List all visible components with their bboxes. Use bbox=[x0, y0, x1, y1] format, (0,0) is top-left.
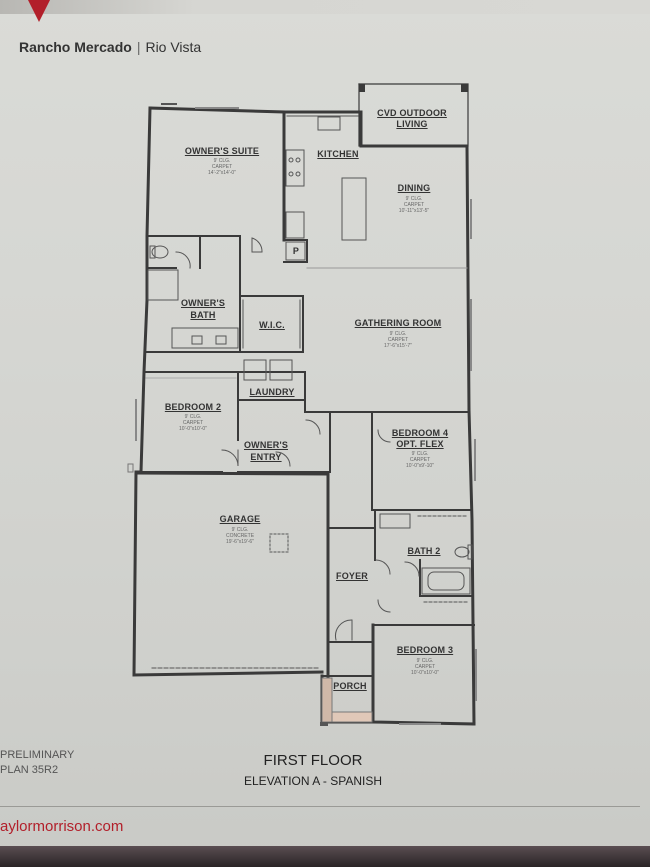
room-label-gathering-room: GATHERING ROOM bbox=[354, 318, 442, 328]
room-label-wic: W.I.C. bbox=[259, 320, 285, 330]
website-link[interactable]: aylormorrison.com bbox=[0, 818, 124, 835]
owners-suite-details: 9' CLG. CARPET 14'-2"x14'-0" bbox=[208, 158, 236, 176]
bedroom-4-size: 10'-0"x9'-10" bbox=[406, 463, 434, 469]
bedroom-4-details: 9' CLG. CARPET 10'-0"x9'-10" bbox=[406, 451, 434, 469]
room-label-kitchen: KITCHEN bbox=[317, 149, 359, 159]
room-label-owners-bath: OWNER'S bbox=[180, 298, 226, 308]
room-label-bath-2: BATH 2 bbox=[407, 546, 441, 556]
plan-number: PLAN 35R2 bbox=[0, 764, 59, 776]
outdoor-living-name-2: LIVING bbox=[396, 119, 428, 129]
floor-title: FIRST FLOOR bbox=[263, 752, 363, 769]
bedroom-3-clg: 9' CLG. bbox=[416, 658, 434, 664]
bedroom-3-size: 10'-0"x10'-0" bbox=[411, 670, 439, 676]
room-label-bedroom-4: BEDROOM 4 bbox=[391, 428, 449, 438]
room-label-bedroom-3: BEDROOM 3 bbox=[396, 645, 454, 655]
bedroom-3-details: 9' CLG. CARPET 10'-0"x10'-0" bbox=[411, 658, 439, 676]
bedroom-2-size: 10'-0"x10'-0" bbox=[179, 426, 207, 432]
bedroom-4-floor: CARPET bbox=[409, 457, 431, 463]
outdoor-living-name: CVD OUTDOOR bbox=[377, 108, 447, 118]
top-edge bbox=[0, 0, 650, 14]
header-separator: | bbox=[136, 39, 141, 55]
bedroom-2-details: 9' CLG. CARPET 10'-0"x10'-0" bbox=[179, 414, 207, 432]
elevation-label: ELEVATION A - SPANISH bbox=[243, 774, 383, 788]
gathering-size: 17'-6"x15'-7" bbox=[384, 343, 412, 349]
room-label-owners-suite: OWNER'S SUITE bbox=[184, 146, 260, 156]
community-name: Rancho Mercado bbox=[19, 39, 132, 55]
room-label-bedroom-4-flex: OPT. FLEX bbox=[396, 439, 444, 449]
room-label-owners-bath-2: BATH bbox=[190, 310, 216, 320]
owners-suite-floor: CARPET bbox=[211, 164, 233, 170]
room-label-porch: PORCH bbox=[333, 681, 367, 691]
brochure-header: Rancho Mercado|Rio Vista bbox=[19, 39, 201, 55]
garage-size: 19'-6"x19'-6" bbox=[226, 539, 254, 545]
bedroom-4-clg: 9' CLG. bbox=[411, 451, 429, 457]
preliminary-label: PRELIMINARY bbox=[0, 749, 75, 761]
dining-floor: CARPET bbox=[403, 202, 425, 208]
gathering-room-details: 9' CLG. CARPET 17'-6"x15'-7" bbox=[384, 331, 412, 349]
dining-clg: 9' CLG. bbox=[405, 196, 423, 202]
owners-suite-clg: 9' CLG. bbox=[213, 158, 231, 164]
footer-divider bbox=[0, 806, 640, 807]
room-label-owners-entry: OWNER'S bbox=[243, 440, 289, 450]
dining-details: 9' CLG. CARPET 10'-11"x13'-5" bbox=[399, 196, 429, 214]
garage-floor: CONCRETE bbox=[225, 533, 255, 539]
preliminary-note: PRELIMINARY PLAN 35R2 bbox=[0, 748, 74, 778]
room-label-dining: DINING bbox=[397, 183, 431, 193]
room-label-foyer: FOYER bbox=[335, 571, 369, 581]
room-label-owners-entry-2: ENTRY bbox=[250, 452, 282, 462]
page-bottom-edge bbox=[0, 846, 650, 867]
room-label-bedroom-2: BEDROOM 2 bbox=[164, 402, 222, 412]
gathering-clg: 9' CLG. bbox=[389, 331, 407, 337]
interior-walls bbox=[141, 235, 475, 677]
gathering-floor: CARPET bbox=[387, 337, 409, 343]
owners-suite-size: 14'-2"x14'-0" bbox=[208, 170, 236, 176]
room-label-garage: GARAGE bbox=[219, 514, 261, 524]
bedroom-3-floor: CARPET bbox=[414, 664, 436, 670]
room-label-pantry: P bbox=[292, 246, 300, 256]
garage-clg: 9' CLG. bbox=[231, 527, 249, 533]
bedroom-2-clg: 9' CLG. bbox=[184, 414, 202, 420]
plan-name: Rio Vista bbox=[145, 39, 202, 55]
room-label-outdoor-living-2: LIVING bbox=[396, 119, 427, 129]
room-label-laundry: LAUNDRY bbox=[249, 387, 295, 397]
garage-details: 9' CLG. CONCRETE 19'-6"x19'-6" bbox=[226, 527, 254, 545]
bedroom-2-floor: CARPET bbox=[182, 420, 204, 426]
dining-size: 10'-11"x13'-5" bbox=[398, 208, 430, 214]
room-label-outdoor-living: CVD OUTDOOR bbox=[377, 108, 447, 118]
